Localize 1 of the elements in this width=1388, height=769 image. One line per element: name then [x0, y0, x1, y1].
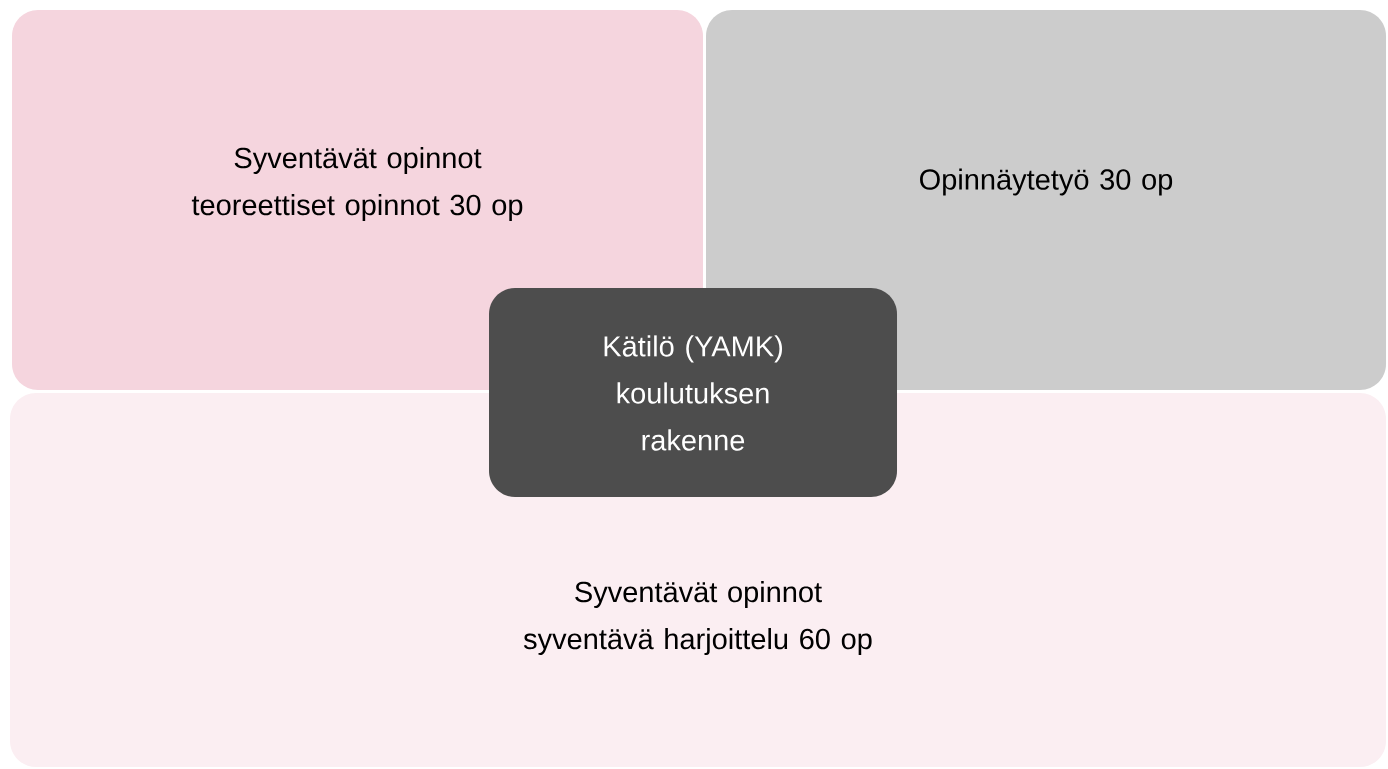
text-box: Kätilö (YAMK) koulutuksen rakenne — [489, 288, 897, 497]
